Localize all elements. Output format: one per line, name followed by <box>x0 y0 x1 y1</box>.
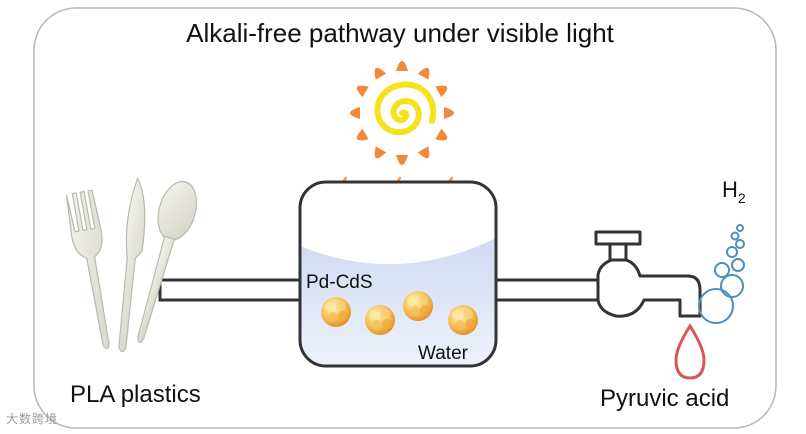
reactor-vessel <box>298 180 498 368</box>
hydrogen-label: H2 <box>722 177 746 206</box>
fork-icon <box>65 189 110 350</box>
spoon-icon <box>137 180 197 344</box>
pyruvic-acid-label: Pyruvic acid <box>600 385 729 412</box>
outer-frame <box>33 7 777 429</box>
watermark-logo: 大数跨境 <box>6 412 59 426</box>
nanoparticle <box>403 291 433 321</box>
hydrogen-label-subscript: 2 <box>738 190 746 206</box>
hydrogen-bubbles <box>698 224 745 324</box>
nanoparticle <box>448 305 478 335</box>
knife-icon <box>118 176 146 353</box>
sun-rays <box>350 61 454 165</box>
diagram-title: Alkali-free pathway under visible light <box>186 18 615 48</box>
pla-plastics-label: PLA plastics <box>70 381 201 408</box>
water-body <box>300 238 496 366</box>
catalyst-label: Pd-CdS <box>306 272 373 293</box>
inlet-pipe <box>158 278 302 302</box>
nanoparticle <box>321 297 351 327</box>
water-label: Water <box>418 343 469 364</box>
catalyst-particles <box>321 291 478 335</box>
nanoparticle <box>365 305 395 335</box>
droplet-icon <box>674 323 706 380</box>
hydrogen-label-main: H <box>722 177 738 202</box>
sun-spiral <box>374 81 437 136</box>
sun-icon <box>350 61 454 165</box>
cutlery-icon <box>65 176 197 353</box>
faucet-icon <box>494 230 702 318</box>
